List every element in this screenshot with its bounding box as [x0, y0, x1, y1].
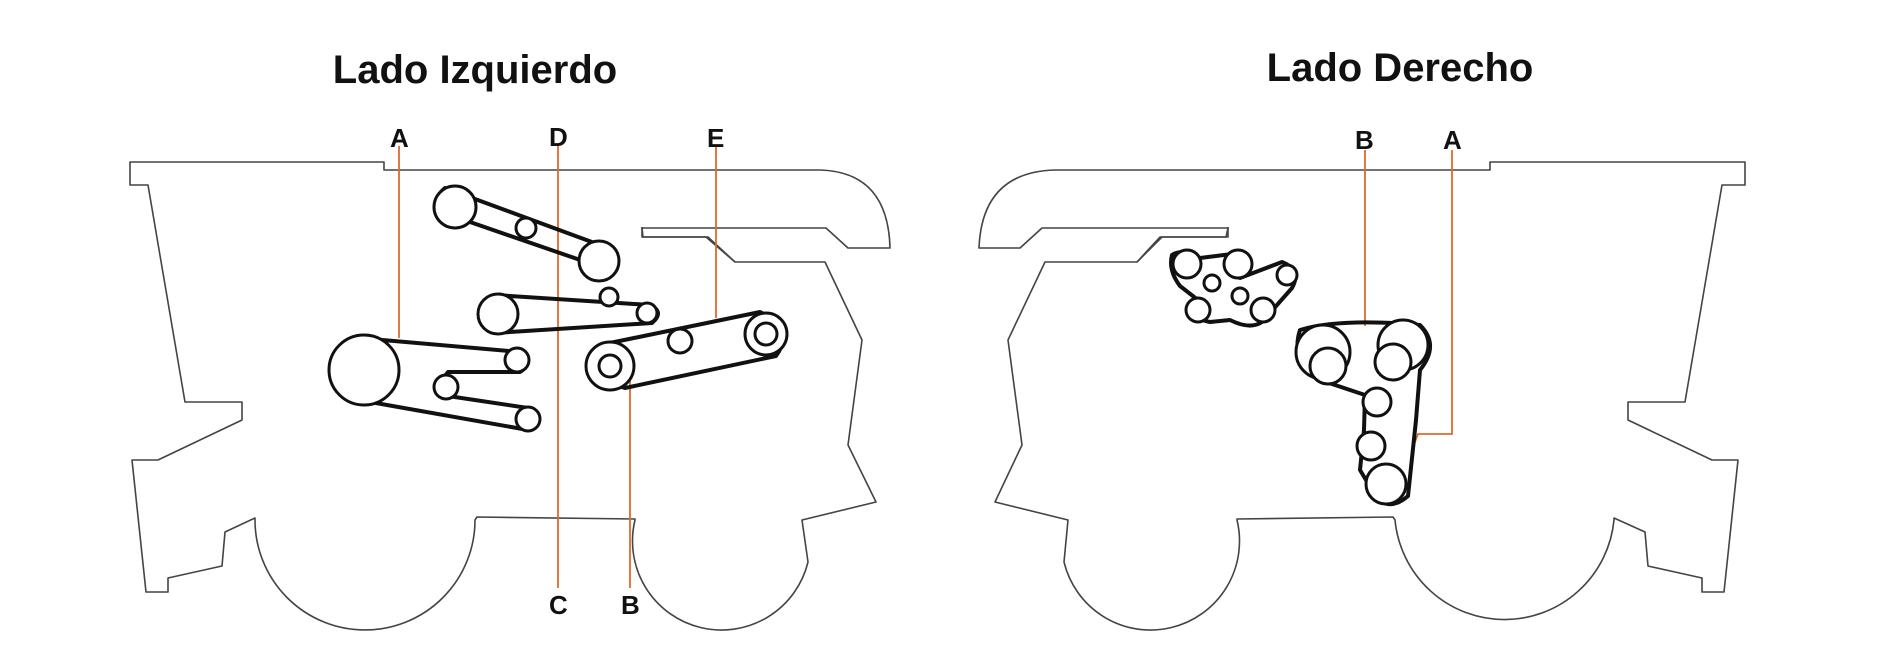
left-top-pulley-small	[514, 216, 538, 240]
left-callout-e: E	[707, 123, 724, 153]
right-upper-pulley-3	[1202, 273, 1222, 293]
right-upper-pulley-7	[1249, 296, 1277, 324]
right-panel-title: Lado Derecho	[1266, 46, 1534, 90]
right-lower-pulley-bottom	[1364, 462, 1408, 506]
left-lower-pulley-bottom	[514, 405, 542, 433]
left-callout-b: B	[621, 590, 640, 620]
right-callout-b: B	[1355, 125, 1374, 155]
left-callout-d: D	[549, 122, 568, 152]
right-upper-pulley-4	[1230, 286, 1250, 306]
right-callout-a: A	[1443, 125, 1462, 155]
left-cab-roof	[641, 227, 736, 263]
left-middle-pulley-right	[635, 301, 659, 325]
left-lower-pulley-mid	[432, 373, 460, 401]
left-machine-outline	[129, 161, 891, 631]
left-middle-pulley-small	[598, 286, 620, 308]
right-upper-pulley-2	[1222, 248, 1254, 280]
right-lower-pulley-lower-1	[1361, 386, 1393, 418]
left-right-pulley-left-inner	[597, 353, 623, 379]
right-lower-pulley-mid-right	[1373, 342, 1413, 382]
right-cab-roof	[1136, 227, 1229, 263]
left-top-pulley-large	[432, 184, 478, 230]
left-lower-pulley-large	[327, 333, 401, 407]
left-harvester: A D E C B	[129, 122, 891, 631]
left-lower-pulley-upper	[503, 346, 531, 374]
left-top-pulley-right	[577, 239, 621, 283]
right-lower-pulley-inner-left	[1308, 346, 1348, 386]
left-callout-c: C	[549, 590, 568, 620]
right-harvester: B A	[978, 125, 1746, 631]
right-upper-pulley-1	[1171, 248, 1203, 280]
left-right-pulley-mid	[666, 327, 694, 355]
left-callout-a: A	[390, 123, 409, 153]
left-panel-title: Lado Izquierdo	[332, 48, 618, 92]
right-upper-pulley-6	[1184, 296, 1212, 324]
right-machine-outline	[978, 161, 1746, 631]
right-lower-pulley-lower-2	[1355, 430, 1387, 462]
right-upper-pulley-5	[1275, 263, 1299, 287]
left-right-pulley-right-inner	[753, 321, 779, 347]
left-middle-pulley-large	[476, 292, 520, 336]
